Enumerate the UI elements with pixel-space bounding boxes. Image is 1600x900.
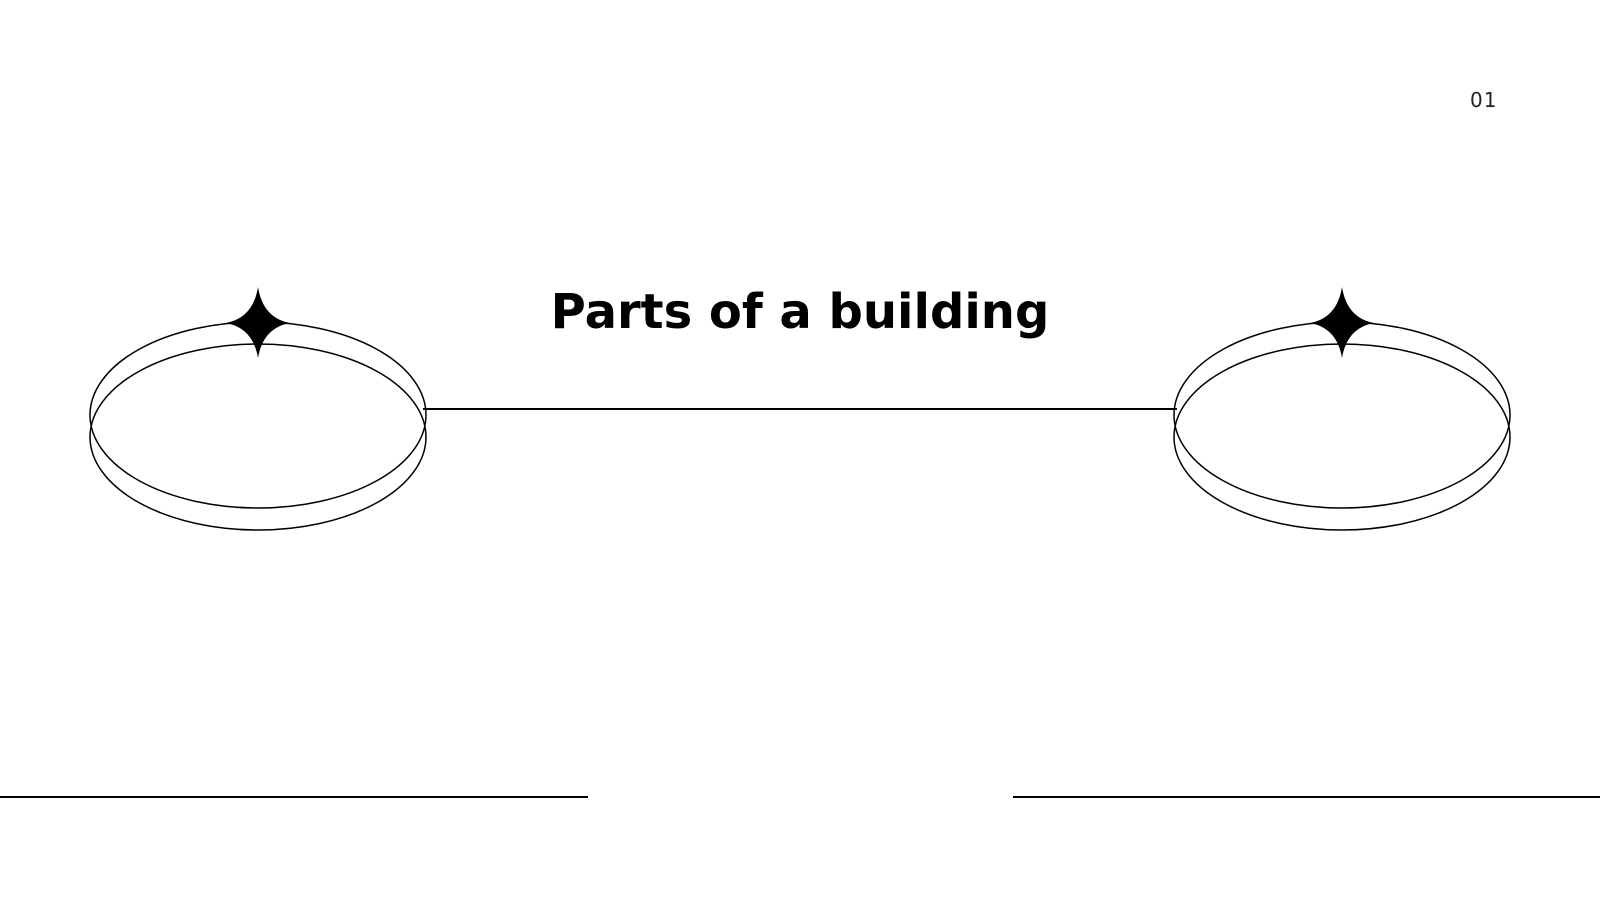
page-number: 01: [1470, 88, 1498, 112]
slide-title: Parts of a building: [550, 284, 1050, 340]
sparkle-right-icon: [1310, 287, 1374, 358]
sparkle-left-icon: [226, 287, 290, 358]
